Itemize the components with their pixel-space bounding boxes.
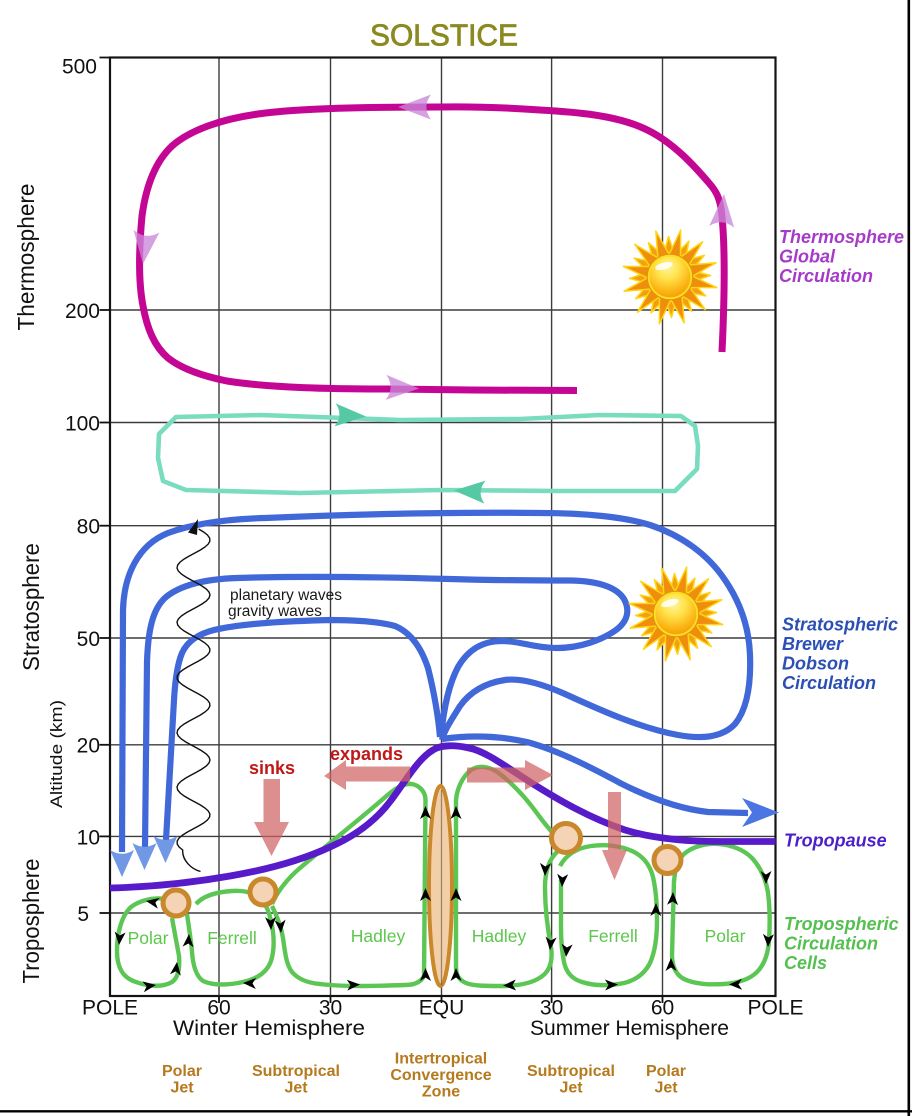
- svg-text:Hadley: Hadley: [351, 926, 406, 946]
- svg-text:Circulation: Circulation: [784, 934, 878, 954]
- svg-text:10: 10: [77, 827, 100, 850]
- svg-text:Stratospheric: Stratospheric: [782, 615, 898, 635]
- svg-text:sinks: sinks: [249, 758, 295, 778]
- svg-text:EQU: EQU: [419, 997, 465, 1020]
- svg-text:Convergence: Convergence: [390, 1067, 491, 1084]
- svg-text:Tropospheric: Tropospheric: [784, 914, 899, 934]
- svg-text:Jet: Jet: [170, 1080, 194, 1097]
- svg-text:Ferrell: Ferrell: [207, 928, 257, 948]
- svg-text:Polar: Polar: [162, 1063, 202, 1080]
- svg-text:Thermosphere: Thermosphere: [779, 227, 904, 247]
- svg-text:POLE: POLE: [747, 997, 803, 1020]
- svg-text:Jet: Jet: [654, 1080, 678, 1097]
- svg-text:Brewer: Brewer: [782, 634, 844, 654]
- svg-text:5: 5: [77, 903, 89, 926]
- svg-text:Intertropical: Intertropical: [395, 1051, 487, 1068]
- svg-text:60: 60: [207, 997, 230, 1020]
- svg-text:80: 80: [77, 516, 100, 539]
- svg-text:100: 100: [65, 413, 100, 436]
- svg-text:Winter Hemisphere: Winter Hemisphere: [173, 1017, 365, 1040]
- svg-text:Polar: Polar: [646, 1063, 686, 1080]
- svg-text:Troposphere: Troposphere: [18, 859, 44, 984]
- svg-text:Polar: Polar: [705, 926, 746, 946]
- svg-text:Polar: Polar: [128, 928, 169, 948]
- svg-text:500: 500: [62, 56, 97, 79]
- svg-text:Summer Hemisphere: Summer Hemisphere: [530, 1017, 729, 1040]
- svg-text:gravity waves: gravity waves: [228, 603, 322, 620]
- svg-text:Hadley: Hadley: [472, 926, 527, 946]
- svg-text:Dobson: Dobson: [782, 654, 849, 674]
- svg-text:planetary waves: planetary waves: [230, 587, 342, 604]
- svg-text:Jet: Jet: [284, 1080, 308, 1097]
- svg-text:SOLSTICE: SOLSTICE: [370, 18, 518, 53]
- svg-text:Cells: Cells: [784, 953, 827, 973]
- svg-text:POLE: POLE: [82, 997, 138, 1020]
- svg-text:Circulation: Circulation: [782, 673, 876, 693]
- svg-text:30: 30: [319, 997, 342, 1020]
- svg-text:Subtropical: Subtropical: [527, 1063, 615, 1080]
- svg-text:Tropopause: Tropopause: [784, 831, 887, 851]
- svg-text:Circulation: Circulation: [779, 266, 873, 286]
- svg-text:expands: expands: [330, 744, 403, 764]
- svg-text:Ferrell: Ferrell: [588, 926, 638, 946]
- svg-text:60: 60: [651, 997, 674, 1020]
- svg-text:200: 200: [65, 300, 100, 323]
- svg-text:Thermosphere: Thermosphere: [13, 184, 39, 331]
- svg-text:20: 20: [77, 735, 100, 758]
- svg-text:Stratosphere: Stratosphere: [18, 543, 44, 671]
- svg-text:Altitude (km): Altitude (km): [47, 700, 66, 808]
- svg-text:50: 50: [77, 628, 100, 651]
- svg-text:Jet: Jet: [559, 1080, 583, 1097]
- svg-text:30: 30: [540, 997, 563, 1020]
- svg-text:Global: Global: [779, 247, 836, 267]
- svg-text:Subtropical: Subtropical: [252, 1063, 340, 1080]
- svg-text:Zone: Zone: [422, 1084, 460, 1101]
